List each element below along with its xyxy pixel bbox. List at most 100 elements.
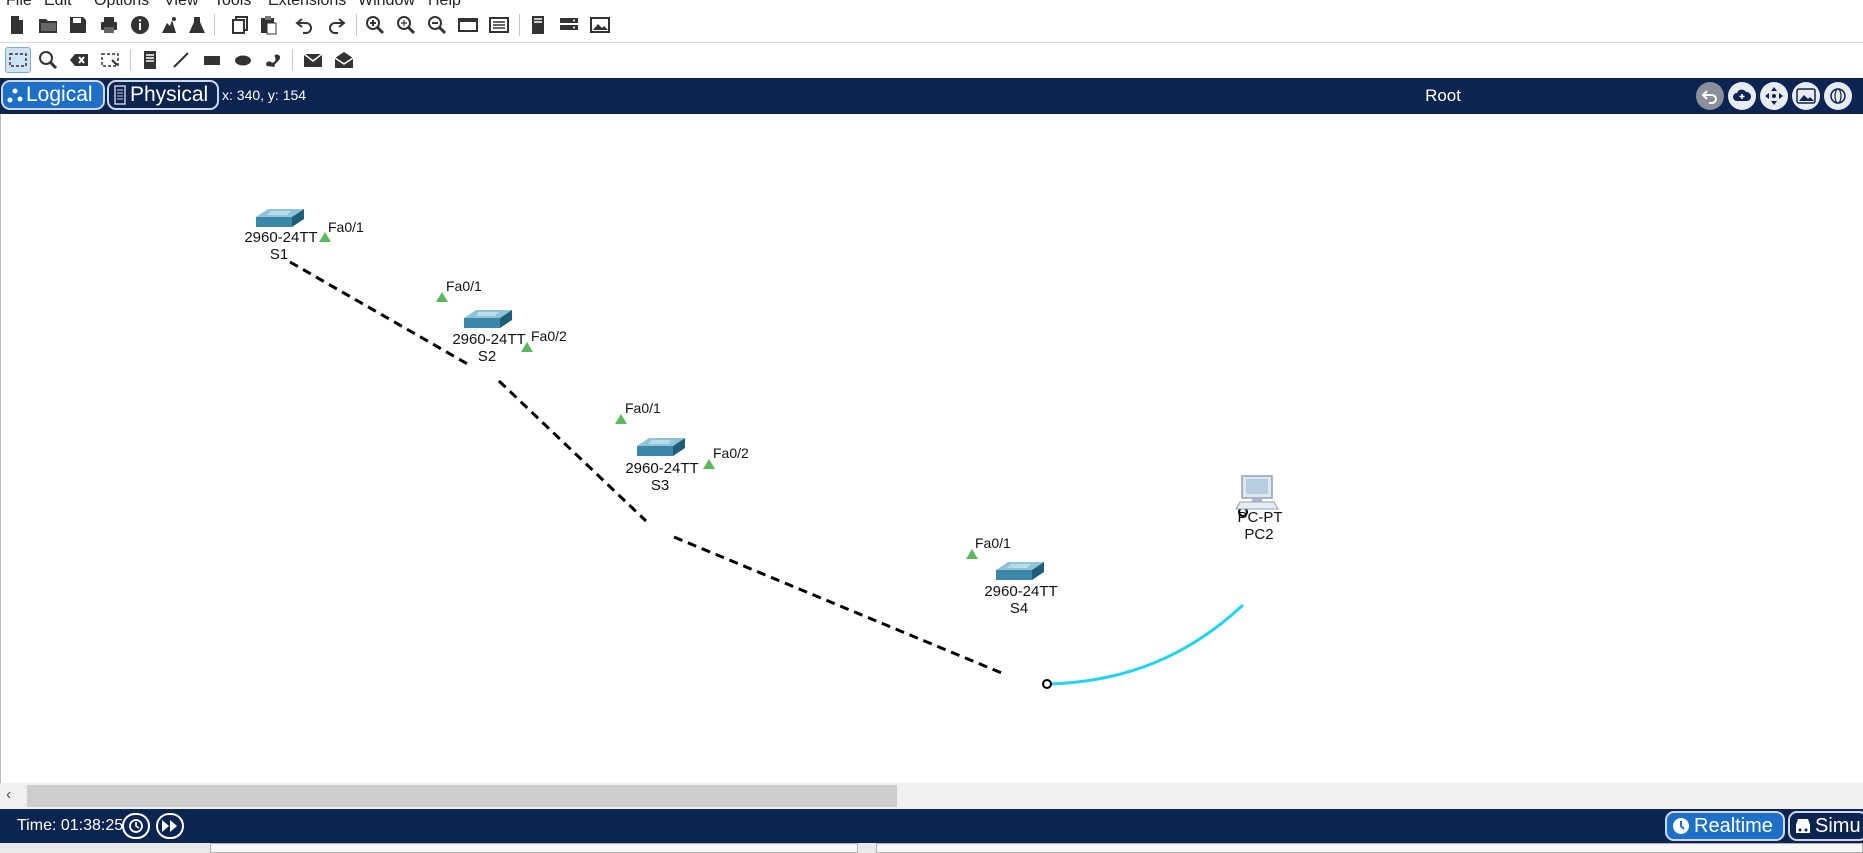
port-label: Fa0/1	[328, 219, 364, 235]
select-icon[interactable]	[5, 47, 31, 73]
note-icon[interactable]	[139, 49, 161, 71]
menu-help[interactable]: Help	[428, 0, 461, 8]
device-model-label: 2960-24TT	[625, 460, 698, 477]
new-file-icon[interactable]	[6, 14, 28, 36]
device-model-label: 2960-24TT	[244, 229, 317, 246]
logical-topology-icon	[7, 87, 23, 103]
simulation-icon	[1796, 819, 1810, 833]
link-s2-s3[interactable]	[497, 379, 648, 523]
screenshot-icon[interactable]	[589, 14, 611, 36]
delete-icon[interactable]	[68, 49, 90, 71]
link-s4-pc2[interactable]	[1046, 603, 1245, 686]
menu-extensions[interactable]: Extensions	[268, 0, 346, 8]
simulation-label: Simu	[1815, 814, 1861, 837]
link-up-indicator	[436, 292, 448, 302]
rectangle-icon[interactable]	[201, 49, 223, 71]
power-cycle-button[interactable]	[122, 813, 150, 839]
toolbar-separator	[292, 49, 293, 71]
logical-workspace[interactable]: 2960-24TT S1 2960-24TT S2 2960-24TT S3 2…	[0, 114, 1863, 783]
back-icon[interactable]	[1696, 82, 1724, 110]
toolbar-separator	[130, 49, 131, 71]
physical-mode-button[interactable]: Physical	[107, 80, 219, 110]
set-background-icon[interactable]	[1792, 82, 1820, 110]
port-label: Fa0/2	[713, 445, 749, 461]
pdu-list-panel[interactable]	[876, 843, 1863, 853]
inspect-icon[interactable]	[37, 49, 59, 71]
clock-icon	[1673, 818, 1689, 834]
switch-s4[interactable]	[996, 562, 1044, 580]
menu-tools[interactable]: Tools	[214, 0, 251, 8]
simulation-mode-button[interactable]: Simu	[1788, 811, 1863, 841]
port-label: Fa0/1	[446, 278, 482, 294]
toolbar-separator	[519, 14, 520, 36]
link-up-indicator	[521, 342, 533, 352]
cursor-coordinates: x: 340, y: 154	[222, 87, 307, 103]
link-up-indicator	[966, 549, 978, 559]
switch-s3[interactable]	[637, 438, 685, 456]
cluster-icon[interactable]	[558, 14, 580, 36]
drawing-palette-icon[interactable]	[457, 14, 479, 36]
viewport-globe-icon[interactable]	[1824, 82, 1852, 110]
logical-mode-button[interactable]: Logical	[1, 80, 105, 110]
port-label: Fa0/2	[531, 328, 567, 344]
device-model-label: PC-PT	[1238, 509, 1283, 526]
port-label: Fa0/1	[625, 400, 661, 416]
resize-icon[interactable]	[99, 49, 121, 71]
scrollbar-thumb[interactable]	[27, 785, 897, 807]
topology-canvas: 2960-24TT S1 2960-24TT S2 2960-24TT S3 2…	[244, 209, 1283, 689]
workspace-horizontal-scrollbar[interactable]: ‹	[0, 783, 1863, 809]
port-label: Fa0/1	[975, 535, 1011, 551]
zoom-out-icon[interactable]	[426, 14, 448, 36]
undo-icon[interactable]	[294, 14, 316, 36]
freeform-icon[interactable]	[262, 49, 284, 71]
pc-pc2[interactable]	[1235, 475, 1279, 510]
paste-icon[interactable]	[257, 14, 279, 36]
menu-view[interactable]: View	[164, 0, 198, 8]
device-selection-panel[interactable]	[210, 843, 858, 853]
switch-s2[interactable]	[464, 310, 512, 328]
menu-edit[interactable]: Edit	[44, 0, 72, 8]
link-s3-s4[interactable]	[673, 535, 1005, 676]
root-location-label: Root	[1425, 86, 1461, 105]
info-icon[interactable]	[129, 14, 151, 36]
save-icon[interactable]	[67, 14, 89, 36]
ellipse-icon[interactable]	[232, 49, 254, 71]
zoom-reset-icon[interactable]	[395, 14, 417, 36]
workspace-nav-bar: Logical Physical x: 340, y: 154 Root	[0, 78, 1863, 114]
toolbar-separator	[356, 14, 357, 36]
new-cluster-icon[interactable]	[1728, 82, 1756, 110]
network-wizard-icon[interactable]	[158, 14, 180, 36]
menu-file[interactable]: File	[6, 0, 32, 8]
link-up-indicator	[615, 414, 627, 424]
physical-mode-label: Physical	[130, 83, 209, 106]
device-name-label: PC2	[1244, 526, 1273, 543]
complex-pdu-icon[interactable]	[333, 49, 355, 71]
custom-device-icon[interactable]	[488, 14, 510, 36]
simple-pdu-icon[interactable]	[302, 49, 324, 71]
copy-icon[interactable]	[229, 14, 251, 36]
device-palette-strip	[0, 843, 1863, 853]
fast-forward-button[interactable]	[156, 813, 184, 839]
menu-options[interactable]: Options	[94, 0, 149, 8]
main-toolbar	[0, 8, 1863, 43]
zoom-in-icon[interactable]	[364, 14, 386, 36]
link-s1-s2[interactable]	[289, 260, 472, 368]
reset-clock-icon	[129, 819, 143, 833]
realtime-label: Realtime	[1694, 814, 1773, 837]
device-name-label: S1	[270, 246, 288, 263]
menu-window[interactable]: Window	[358, 0, 415, 8]
realtime-mode-button[interactable]: Realtime	[1665, 811, 1785, 841]
move-object-icon[interactable]	[1760, 82, 1788, 110]
physical-rack-icon	[114, 85, 126, 105]
link-up-indicator	[703, 459, 715, 469]
switch-s1[interactable]	[256, 209, 304, 227]
redo-icon[interactable]	[325, 14, 347, 36]
scroll-left-icon[interactable]: ‹	[6, 786, 12, 803]
print-icon[interactable]	[98, 14, 120, 36]
activity-wizard-icon[interactable]	[186, 14, 208, 36]
device-model-label: 2960-24TT	[984, 583, 1057, 600]
open-folder-icon[interactable]	[37, 14, 59, 36]
line-icon[interactable]	[170, 49, 192, 71]
viewport-icon[interactable]	[527, 14, 549, 36]
logical-mode-label: Logical	[26, 83, 93, 106]
